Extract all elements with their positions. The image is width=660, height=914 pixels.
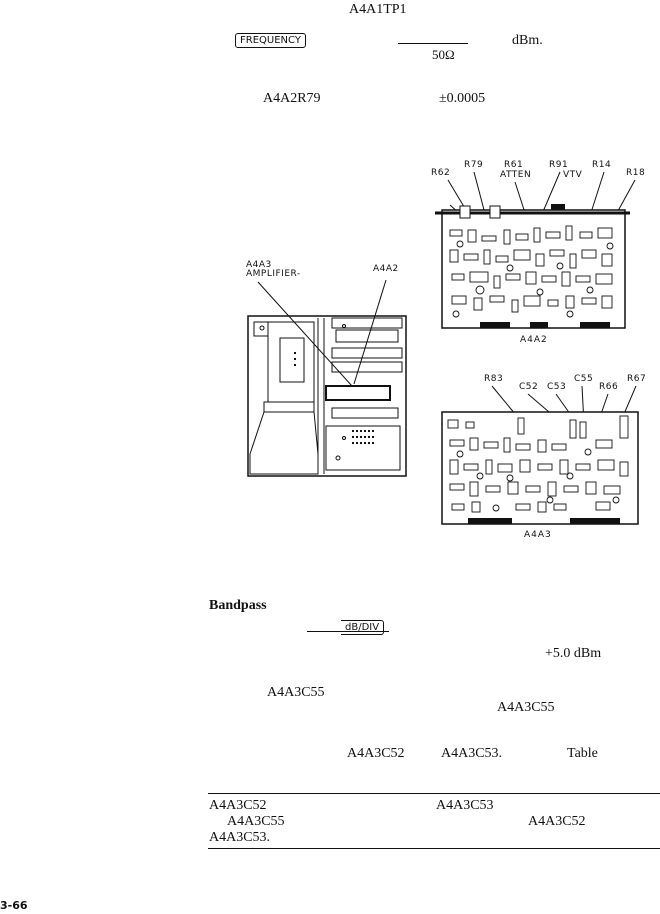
impedance-label: 50Ω	[432, 47, 455, 62]
label-r66: R66	[599, 382, 619, 392]
label-r18: R18	[626, 168, 646, 178]
blank-rule	[398, 43, 468, 44]
bandpass-heading: Bandpass	[209, 598, 267, 613]
label-r83: R83	[484, 374, 504, 384]
page-number: 3-66	[0, 899, 28, 912]
db-div-key[interactable]: dB/DIV	[341, 620, 385, 635]
note-a4a3c55: A4A3C55	[227, 814, 285, 829]
note-a4a3c53: A4A3C53	[436, 798, 494, 813]
a4a3-board-drawing	[441, 385, 639, 525]
a4a3-board-figure: R83 C52 C53 C55 R66 R67	[420, 368, 660, 546]
chassis-drawing	[247, 279, 407, 477]
ref-a4a2r79: A4A2R79	[263, 91, 321, 106]
note-bottom-rule	[208, 848, 660, 849]
level-value: +5.0 dBm	[545, 646, 602, 661]
a4a2-board-figure: R62 R79 R61 ATTEN R91 VTV R14 R18	[420, 150, 660, 350]
label-a4a2-chassis: A4A2	[373, 264, 399, 274]
label-amplifier: AMPLIFIER-	[246, 269, 301, 279]
note-a4a3c53-b: A4A3C53.	[209, 830, 271, 845]
label-r67: R67	[627, 374, 647, 384]
a4a2-board-drawing	[435, 171, 636, 329]
label-c53: C53	[547, 382, 567, 392]
unit-dbm: dBm.	[512, 33, 543, 48]
label-atten: ATTEN	[500, 170, 532, 180]
note-top-rule	[208, 793, 660, 794]
a4a3-caption: A4A3	[524, 530, 552, 540]
label-c55: C55	[574, 374, 594, 384]
label-r91: R91	[549, 160, 569, 170]
note-a4a3c52-b: A4A3C52	[528, 814, 586, 829]
chassis-figure: A4A3 AMPLIFIER- A4A2	[240, 258, 410, 480]
blank-rule-2	[307, 631, 389, 632]
tolerance-value: ±0.0005	[439, 91, 486, 106]
ref-a4a1tp1: A4A1TP1	[349, 2, 407, 17]
label-r14: R14	[592, 160, 612, 170]
label-c52: C52	[519, 382, 539, 392]
table-ref: Table	[567, 746, 598, 761]
ref-a4a3c55-a: A4A3C55	[267, 685, 325, 700]
ref-a4a3c53: A4A3C53.	[441, 746, 503, 761]
ref-a4a3c55-b: A4A3C55	[497, 700, 555, 715]
label-r61: R61	[504, 160, 524, 170]
label-vtv: VTV	[563, 170, 583, 180]
note-a4a3c52: A4A3C52	[209, 798, 267, 813]
frequency-key[interactable]: FREQUENCY	[235, 33, 306, 48]
a4a2-caption: A4A2	[520, 335, 548, 345]
ref-a4a3c52: A4A3C52	[347, 746, 405, 761]
label-r79: R79	[464, 160, 484, 170]
label-a4a3: A4A3	[246, 260, 272, 270]
label-r62: R62	[431, 168, 451, 178]
